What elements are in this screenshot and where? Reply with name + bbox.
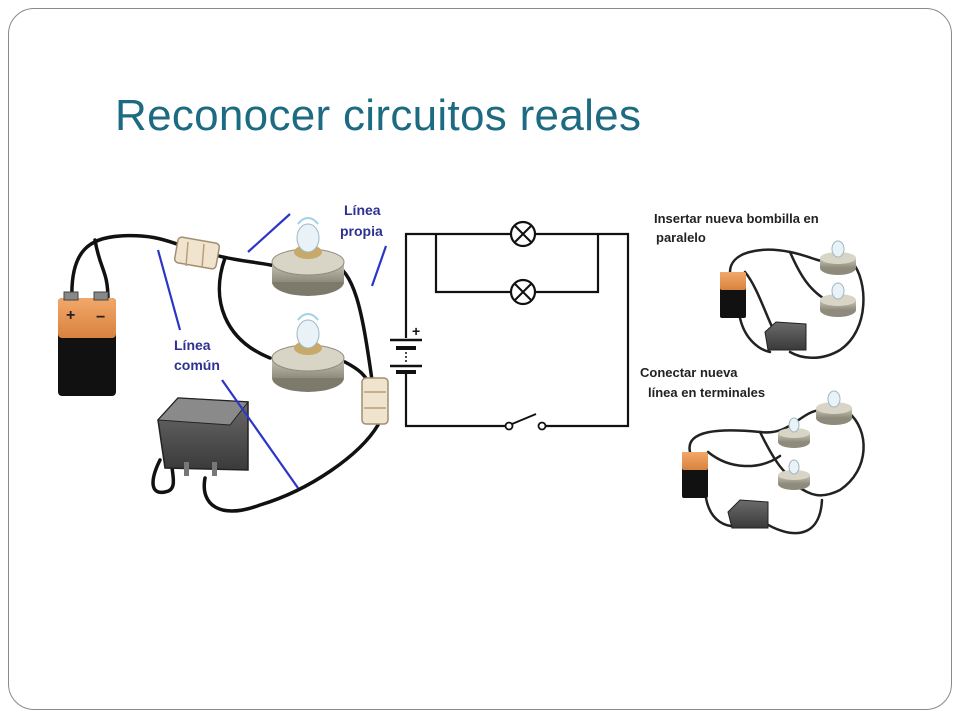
label-common-line-1: Línea: [174, 337, 211, 353]
side-bulb-b: [820, 282, 856, 317]
slide-title: Reconocer circuitos reales: [115, 91, 642, 140]
pointer-own-line-right: [370, 245, 388, 287]
label-own-line-2: propia: [340, 223, 383, 239]
side-switch-top: [764, 321, 807, 351]
schematic-plus-sign: +: [412, 323, 420, 339]
wire-switch-return: [151, 458, 176, 495]
side-battery-top: [720, 272, 746, 318]
caption-insert-bulb-1: Insertar nueva bombilla en: [654, 211, 819, 226]
side-bulb-e: [778, 459, 810, 490]
side-battery-bottom: [682, 452, 708, 498]
schematic-diagram: +: [390, 220, 630, 431]
wire-top-loop: [217, 256, 272, 360]
side-bulb-c: [816, 390, 852, 425]
bulb-holder-top: [271, 217, 345, 296]
caption-connect-line-2: línea en terminales: [648, 385, 765, 400]
pointer-own-line-left: [247, 213, 291, 253]
wire-bottom-return: [202, 423, 380, 513]
schematic-outer-loop: [404, 232, 630, 428]
main-circuit: + −: [58, 202, 389, 513]
slide-frame: Reconocer circuitos reales: [8, 8, 952, 710]
label-common-line-2: común: [174, 357, 220, 373]
label-own-line-1: Línea: [344, 202, 381, 218]
schematic-battery: +: [390, 323, 422, 374]
schematic-lamp-bottom: [509, 278, 537, 306]
wire-battery-to-connector: [70, 233, 182, 302]
caption-connect-line-1: Conectar nueva: [640, 365, 738, 380]
schematic-switch: [504, 413, 547, 431]
pointer-common-line-bottom: [221, 379, 299, 489]
side-switch-bottom: [727, 499, 769, 529]
wire-connector-top: [173, 236, 221, 270]
battery-minus-sign: −: [96, 309, 105, 326]
side-bulb-d: [778, 417, 810, 448]
battery-plus-sign: +: [66, 307, 75, 324]
schematic-return: [404, 372, 507, 428]
wire-battery-to-switch: [93, 238, 110, 302]
battery: + −: [58, 291, 116, 396]
side-bulb-a: [820, 240, 856, 275]
caption-insert-bulb-2: paralelo: [656, 230, 706, 245]
bulb-holder-bottom: [271, 313, 345, 392]
side-diagram-terminals: Conectar nueva línea en terminales: [640, 365, 865, 535]
side-diagram-parallel: Insertar nueva bombilla en paralelo: [654, 211, 865, 359]
schematic-lamp-top: [509, 220, 537, 248]
rocker-switch: [156, 397, 249, 476]
wire-connector-right: [361, 377, 389, 425]
pointer-common-line-top: [156, 249, 182, 331]
